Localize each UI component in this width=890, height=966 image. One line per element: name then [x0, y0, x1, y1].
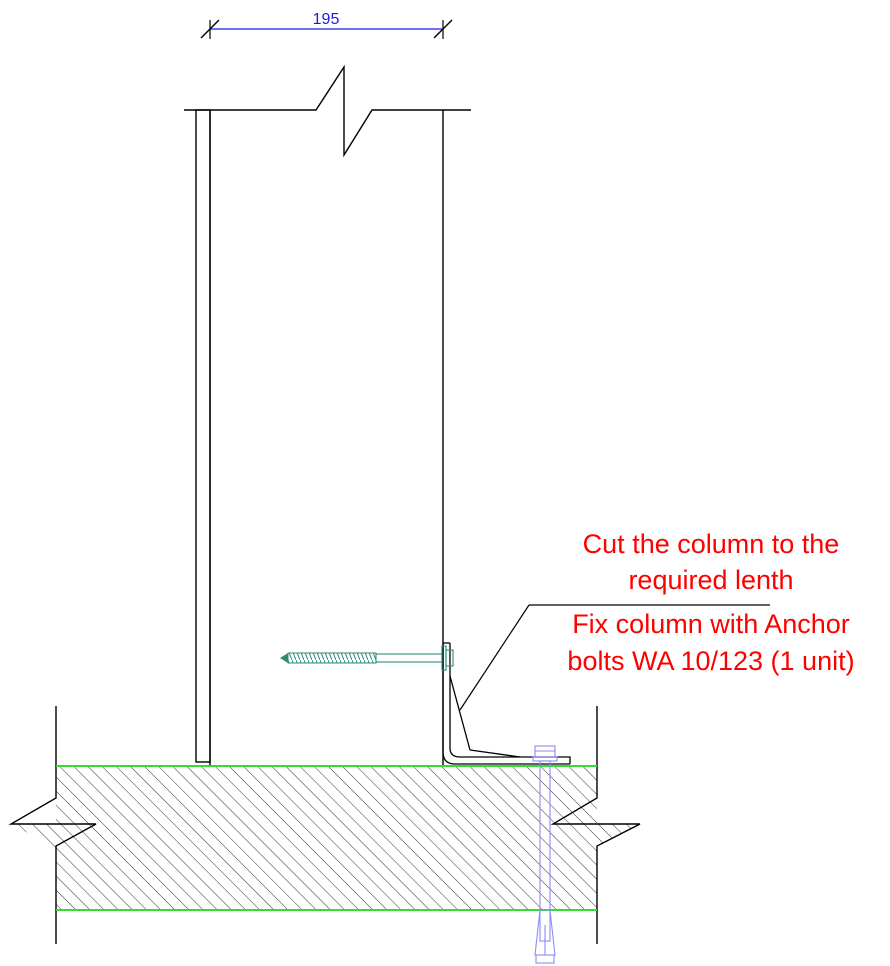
angle-bracket-inner — [449, 643, 571, 764]
screw-tip — [280, 653, 288, 663]
anchor-cone — [535, 954, 555, 964]
note-line-4: bolts WA 10/123 (1 unit) — [567, 646, 854, 676]
dimension-tick-right — [433, 19, 453, 39]
column-cladding-strip — [195, 109, 211, 763]
screw-head — [445, 649, 454, 667]
column-break-line — [184, 64, 471, 158]
installation-note: Cut the column to the required lenth Fix… — [567, 529, 854, 676]
slab-right-break — [550, 706, 641, 944]
screw-thread — [287, 652, 377, 664]
angle-bracket-stiffener-base — [469, 749, 521, 758]
dimension-width: 195 — [200, 11, 453, 39]
concrete-slab — [8, 706, 641, 944]
dimension-value: 195 — [313, 11, 340, 28]
slab-left-break — [8, 706, 97, 944]
screw-shank — [375, 653, 443, 663]
note-line-1: Cut the column to the — [583, 529, 840, 559]
leader-arrow-line — [459, 604, 530, 711]
wood-screw-icon — [280, 645, 454, 671]
angle-bracket-outer — [442, 643, 570, 765]
slab-hatch — [11, 766, 640, 910]
note-line-3: Fix column with Anchor — [572, 609, 850, 639]
anchor-sleeve — [534, 909, 556, 956]
note-leader — [459, 604, 770, 711]
note-line-2: required lenth — [628, 565, 793, 595]
dimension-tick-left — [200, 19, 220, 39]
angle-bracket — [442, 642, 571, 765]
anchor-bolt-icon — [532, 745, 558, 964]
angle-bracket-stiffener — [449, 675, 471, 751]
